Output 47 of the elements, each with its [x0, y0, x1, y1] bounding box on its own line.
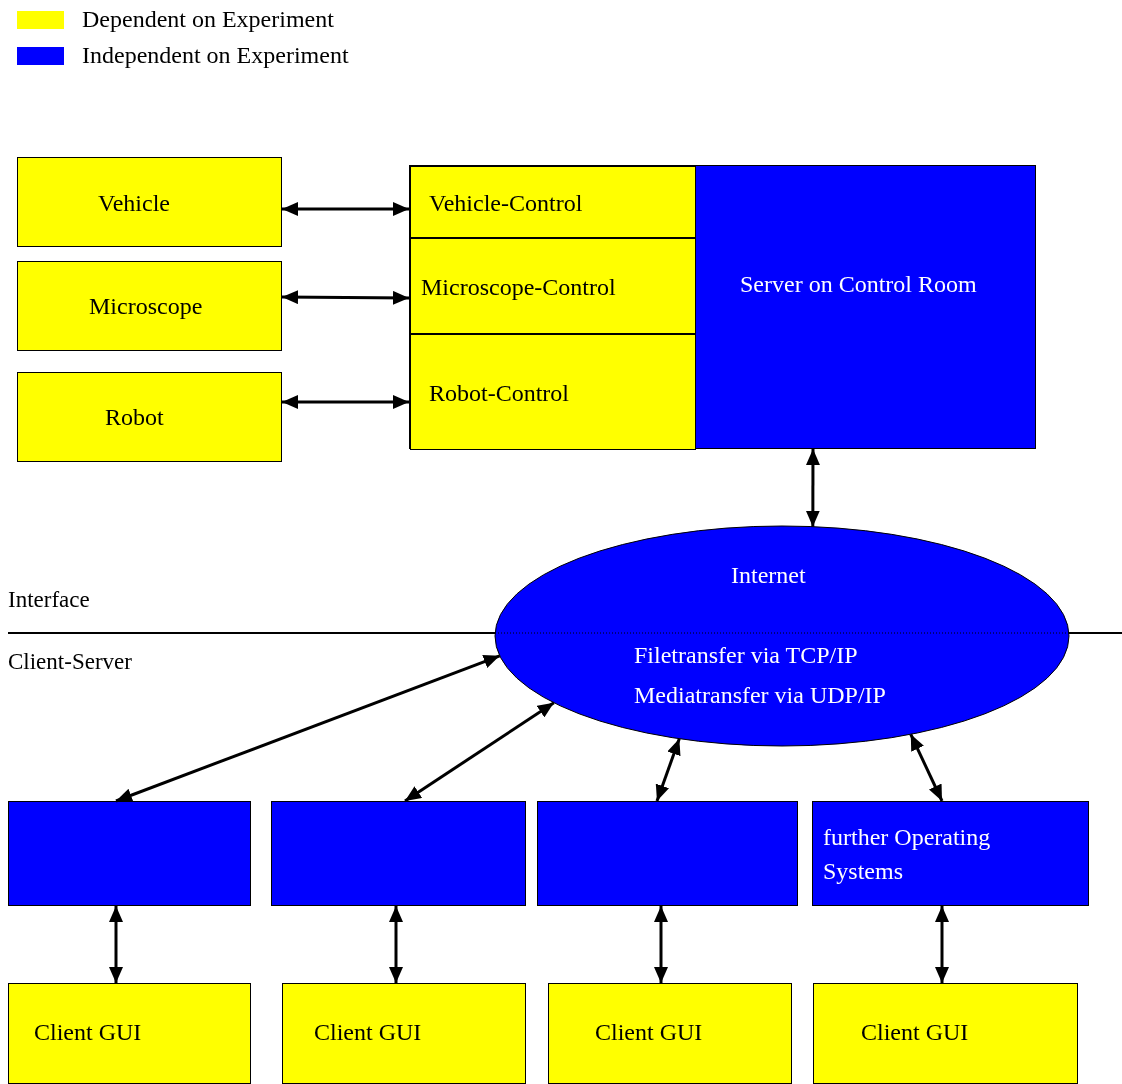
os-box [537, 801, 798, 906]
double-arrow [109, 906, 123, 983]
node-label: Client GUI [34, 1018, 142, 1047]
device-box [17, 157, 282, 247]
legend-label: Dependent on Experiment [82, 5, 334, 33]
transfer-label: Filetransfer via TCP/IP [634, 641, 858, 670]
node-label: Vehicle-Control [429, 189, 583, 218]
client-box [8, 983, 251, 1084]
server-box [409, 165, 1036, 449]
node-label: Vehicle [98, 189, 170, 218]
os-box [8, 801, 251, 906]
control-box [410, 238, 696, 334]
double-arrow [282, 395, 409, 409]
client-box [813, 983, 1078, 1084]
client-box [282, 983, 526, 1084]
legend-label: Independent on Experiment [82, 41, 349, 69]
device-box [17, 261, 282, 351]
double-arrow [282, 202, 409, 216]
node-label: Client GUI [861, 1018, 969, 1047]
node-label: Client GUI [595, 1018, 703, 1047]
node-label: Robot-Control [429, 379, 569, 408]
device-box [17, 372, 282, 462]
node-label: Robot [105, 403, 164, 432]
network-label: Internet [731, 561, 806, 590]
double-arrow [654, 906, 668, 983]
region-label: Interface [8, 586, 90, 614]
transfer-label: Mediatransfer via UDP/IP [634, 681, 886, 710]
double-arrow [282, 290, 409, 305]
os-box [271, 801, 526, 906]
control-box [410, 334, 696, 450]
region-label: Client-Server [8, 648, 132, 676]
internet-ellipse [495, 526, 1069, 746]
client-box [548, 983, 792, 1084]
node-label: Microscope [89, 292, 203, 321]
node-label: Server on Control Room [740, 270, 978, 299]
node-label: further Operating Systems [823, 823, 992, 886]
double-arrow [805, 449, 820, 527]
double-arrow [115, 654, 501, 803]
node-label: Microscope-Control [421, 273, 616, 302]
control-box [410, 166, 696, 238]
double-arrow [655, 738, 681, 802]
double-arrow [389, 906, 403, 983]
os-box [812, 801, 1089, 906]
double-arrow [909, 733, 944, 802]
node-label: Client GUI [314, 1018, 422, 1047]
double-arrow [404, 701, 555, 803]
double-arrow [935, 906, 949, 983]
